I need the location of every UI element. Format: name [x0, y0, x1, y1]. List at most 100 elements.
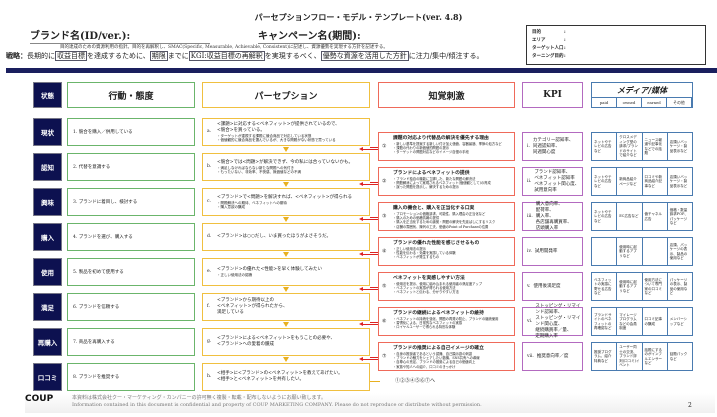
perception-text: <ブランド>で<問題>を解決すれば、<ベネフィット>が得られる [217, 194, 353, 200]
campaign-name-label: キャンペーン名(期間): [258, 27, 378, 44]
info-value[interactable]: : [564, 46, 566, 51]
media-cell: 使用時に起動するアプリなど [617, 238, 643, 265]
strategy-field-policy[interactable]: 優勢な資源を活用した方針 [320, 51, 409, 61]
perception-text: <ベネフィット>が得られたから、 [217, 304, 288, 309]
media-cell: 店頭いバッケージ・製品表示など [669, 139, 688, 153]
stimulus-detail: ・正しい使用法の提示 [393, 247, 426, 251]
info-value[interactable]: : [564, 30, 566, 35]
media-row: ネットやテレビの広告などクロスメディング型の訴求/ブランドのサイトで紹介などニュ… [591, 132, 693, 161]
kpi-item: ベネフィット認知率 [534, 175, 575, 181]
connector-line [370, 321, 378, 323]
info-value[interactable]: : [564, 54, 566, 59]
media-cell: ネットやテレビの広告など [592, 133, 618, 160]
state-label: 再購入 [33, 328, 62, 356]
perception-subtext: ・満足しなければならない新たな問題への気付き [217, 165, 294, 170]
kpi-item: 定期購入率 [535, 333, 558, 339]
media-cell: 口コミ記事の醸成 [643, 308, 668, 335]
kpi-item: 試用開発率 [534, 248, 558, 254]
stimulus-number: ⑦ [382, 353, 387, 359]
stimulus-detail: ・ベネフィットの実感が得られる使用方法 [393, 286, 456, 291]
arrow-down-icon [283, 287, 289, 292]
stimulus-detail: ・誤った問題を提示し、解決するための提示 [393, 185, 459, 190]
brand-name-label: ブランド名(ID/ver.): [30, 27, 210, 44]
perception-box: c.<ブランド>で<問題>を解決すれば、<ベネフィット>が得られる・問題解決への… [202, 188, 370, 216]
media-cell: 使用方法について専門家の口コミなど [643, 273, 668, 300]
info-key: 目的 [532, 30, 541, 35]
kpi-item: 購入率、 [535, 213, 554, 219]
perception-number: g. [207, 339, 212, 344]
kpi-item: 同週認知率、 [532, 143, 560, 149]
connector-line [370, 251, 378, 253]
stimulus-box: ③ 購入の機会と、購入を正当化する口実・プロモーションの価格訴求、可能性、購入理由… [378, 202, 515, 231]
info-value[interactable]: : [564, 38, 566, 43]
strategy-label: 戦略： [6, 51, 27, 60]
arrow-down-icon [283, 217, 289, 222]
kpi-item: 継続購買率／量、 [535, 327, 572, 333]
media-row: ブランドサイトのベネフィットの再確認などマイレージプログラムなどの会員制度口コミ… [591, 307, 693, 336]
header-perception: パーセプション [202, 82, 370, 108]
perception-box: h.<相手>に<ブランド>の<ベネフィット>を教えてあげたい。<相手>と<ベネフ… [202, 363, 370, 391]
loop-arrow [370, 381, 380, 382]
strategy-text: を実現するべく、 [264, 52, 321, 60]
stimulus-number: ② [382, 178, 387, 184]
stimulus-detail: ・ターゲットの問題対応などのイメージ自慢の手段 [393, 150, 469, 155]
stimulus-detail: ・習慣化による、日常的なベネフィットの実感 [393, 321, 463, 326]
stimulus-detail: ・課題の代わりの新価値的問題の提示 [393, 146, 450, 151]
stimulus-detail: ・使用法を提示、使用に組み込まれる使用者の満足度アップ [393, 282, 483, 286]
action-box: 8. ブランドを推奨する [67, 363, 195, 391]
media-subheader: owned [617, 98, 642, 107]
stimulus-heading: 課題の対応より代替品の解決を優先する理由 [393, 135, 489, 141]
media-row: ベネフィットの実感に寄せる広告など使用時に起動するアプリなど使用方法について専門… [591, 272, 693, 301]
strategy-field-revenue[interactable]: 収益目標 [55, 51, 87, 61]
media-row: 推奨プログラム、紹介特典などユーザー同士の交流、ブランド評判(口コミ)イベント話… [591, 342, 693, 371]
header-kpi: KPI [522, 82, 583, 108]
stimulus-heading: ベネフィットを実感しやすい方法 [393, 275, 465, 281]
media-cell: 新商品紹介ページなど [617, 168, 643, 195]
info-key: ターニング目的 [532, 54, 564, 59]
strategy-text: に注力/集中/傾注する。 [408, 52, 484, 60]
kpi-box: vii.推奨意向率／度 [522, 342, 583, 371]
perception-subtext: ・価値観的に競合商品を選んでいるが、大きな問題がない状態で買っている [217, 138, 336, 142]
page-title: パーセプションフロー・モデル・テンプレート(ver. 4.8) [254, 12, 463, 22]
media-cell: 話題にするのがインフルエンサーなど [643, 343, 668, 370]
perception-text: <ブランド>は○○だし、いま買ったほうがよさそうだ。 [217, 234, 332, 239]
info-row: ターニング目的: [532, 53, 700, 61]
strategy-field-deadline[interactable]: 期限 [149, 51, 168, 61]
info-row: 目的: [532, 29, 700, 37]
kpi-list: ストッピング・リマインド認知率、ストッピング・リマインド関心度、継続購買率／量、… [535, 304, 582, 340]
perception-box: d. <ブランド>は○○だし、いま買ったほうがよさそうだ。 [202, 223, 370, 251]
perception-text: 満足している [217, 310, 244, 315]
media-cell: 価格・数量訴求POP、パッケージなど [669, 207, 688, 226]
perception-box: g.<ブランド>による<ベネフィット>をもうことの必要や、<ブランド>への愛着の… [202, 328, 370, 356]
stimulus-number: ⑥ [382, 318, 387, 324]
stimulus-detail: ・店舗の雰囲気、陳列の工夫、価値のPoint of Purchaseの位置 [393, 224, 489, 229]
perception-box: a.<課題>に対応する<ベネフィット>が提供されているので、<競合>を買っている… [202, 118, 370, 146]
footer [25, 393, 715, 413]
stimulus-heading: ブランドによるベネフィットの提供 [393, 170, 470, 176]
kpi-list: 推奨意向率／度 [537, 354, 569, 360]
stimulus-heading: 購入の機会と、購入を正当化する口実 [393, 205, 475, 211]
kpi-number: vii. [527, 353, 534, 359]
header-media-title: メディア/媒体 [592, 83, 692, 98]
stimulus-number: ③ [382, 213, 387, 219]
kpi-item: 店頭購入率 [535, 225, 559, 231]
kpi-number: v. [527, 283, 531, 289]
media-row: ネットやテレビの広告など新商品紹介ページなど口コミや新商品紹介記事など店頭いバッ… [591, 167, 693, 196]
stimulus-detail: ・プロモーションの価格訴求、可能性、購入理由の正当化など [393, 212, 486, 216]
perception-number: d. [207, 234, 212, 239]
action-box: 7. 商品を再購入する [67, 328, 195, 356]
strategy-field-kgi[interactable]: KGI:収益目標の再解釈 [188, 51, 265, 61]
connector-line [370, 356, 378, 358]
media-cell: ブランドサイトのベネフィットの再確認など [592, 308, 618, 335]
kpi-number: iv. [527, 248, 532, 254]
perception-subtext: ・もったいない、非効率、不快感、無価値などの不満 [217, 170, 301, 174]
stimulus-detail: ・購入を正当化するための論拠・問題の解決を先延ばしにするリスク [393, 220, 496, 225]
stimulus-detail: ・問題解消によって実現されるベネフィット(価値観として)の育成 [393, 181, 491, 186]
stimulus-detail: ・ブランド独自の機能に立脚した、新たな問題の解決法 [393, 177, 476, 181]
media-cell: 推奨プログラム、紹介特典など [592, 343, 618, 370]
media-subheader: paid [592, 98, 617, 107]
